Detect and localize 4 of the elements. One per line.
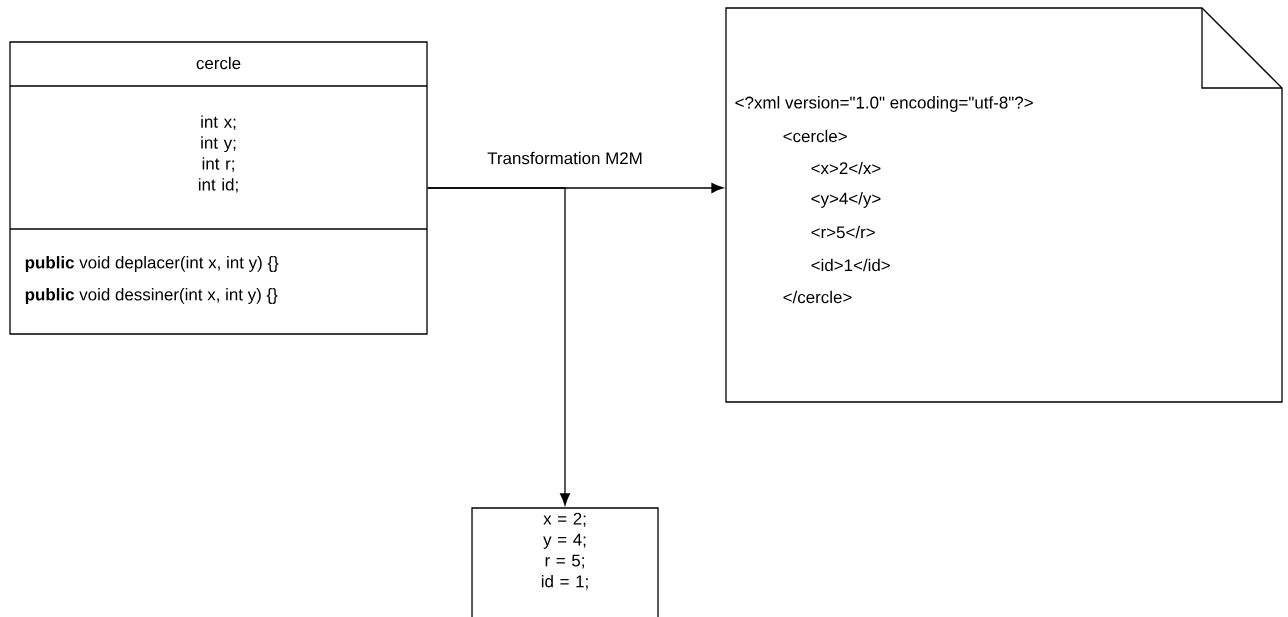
arrow <box>427 187 570 506</box>
edge-label: Transformation M2M <box>486 150 644 166</box>
class-box: cercle int x; int y; int r; int id; public void deplacer(int x, int y) {} public void dessiner(int x, int y) {} <box>9 41 428 335</box>
value-box: x = 2; y = 4; r = 5; id = 1; <box>471 507 659 617</box>
